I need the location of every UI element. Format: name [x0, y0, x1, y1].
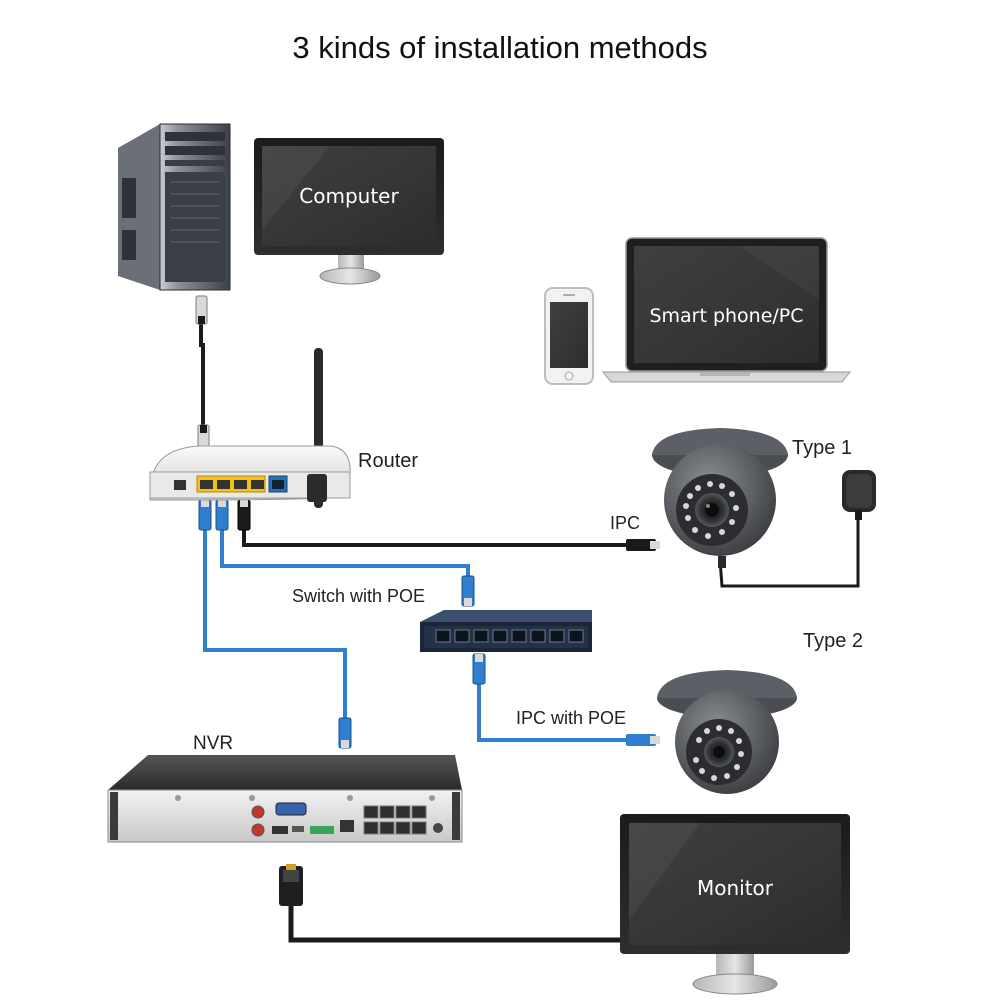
- plug-router-out-1: [198, 499, 212, 531]
- type1-label: Type 1: [792, 437, 853, 459]
- cable-router-nvr: [203, 520, 347, 720]
- computer-screen-label: Computer: [299, 184, 399, 208]
- ipc-poe-label: IPC with POE: [516, 708, 627, 728]
- switch-label: Switch with POE: [292, 586, 426, 606]
- monitor-screen-label: Monitor: [696, 876, 774, 900]
- plug-switch-bottom: [472, 653, 486, 685]
- plug-ipcpoe: [626, 734, 660, 746]
- laptop: [601, 237, 852, 383]
- display-monitor: [620, 814, 850, 995]
- plug-ipc: [626, 539, 660, 551]
- nvr-recorder: [107, 755, 463, 843]
- plug-vga: [279, 864, 303, 906]
- power-adapter: [842, 470, 876, 520]
- cable-cam1-power: [718, 520, 860, 588]
- computer-monitor: [254, 138, 444, 285]
- cable-router-switch: [220, 520, 470, 590]
- plug-switch-top: [461, 575, 475, 607]
- dome-camera-type1: [652, 428, 788, 568]
- dome-camera-type2: [657, 670, 797, 794]
- laptop-screen-label: Smart phone/PC: [649, 305, 804, 327]
- pc-tower: [118, 123, 231, 291]
- nvr-label: NVR: [193, 733, 234, 754]
- smart-phone: [544, 287, 594, 385]
- plug-nvr-top: [338, 717, 352, 749]
- diagram-title: 3 kinds of installation methods: [292, 30, 708, 65]
- ipc-label: IPC: [610, 513, 641, 533]
- type2-label: Type 2: [803, 630, 864, 652]
- router-label: Router: [358, 450, 419, 472]
- router: [149, 348, 351, 508]
- plug-pc-top: [195, 295, 208, 325]
- cable-router-ipc: [242, 520, 630, 547]
- cable-switch-ipcpoe: [477, 660, 630, 742]
- plug-router-out-3: [237, 499, 251, 531]
- cable-nvr-monitor: [288, 900, 620, 943]
- poe-switch: [420, 610, 592, 652]
- plug-router-out-2: [215, 499, 229, 531]
